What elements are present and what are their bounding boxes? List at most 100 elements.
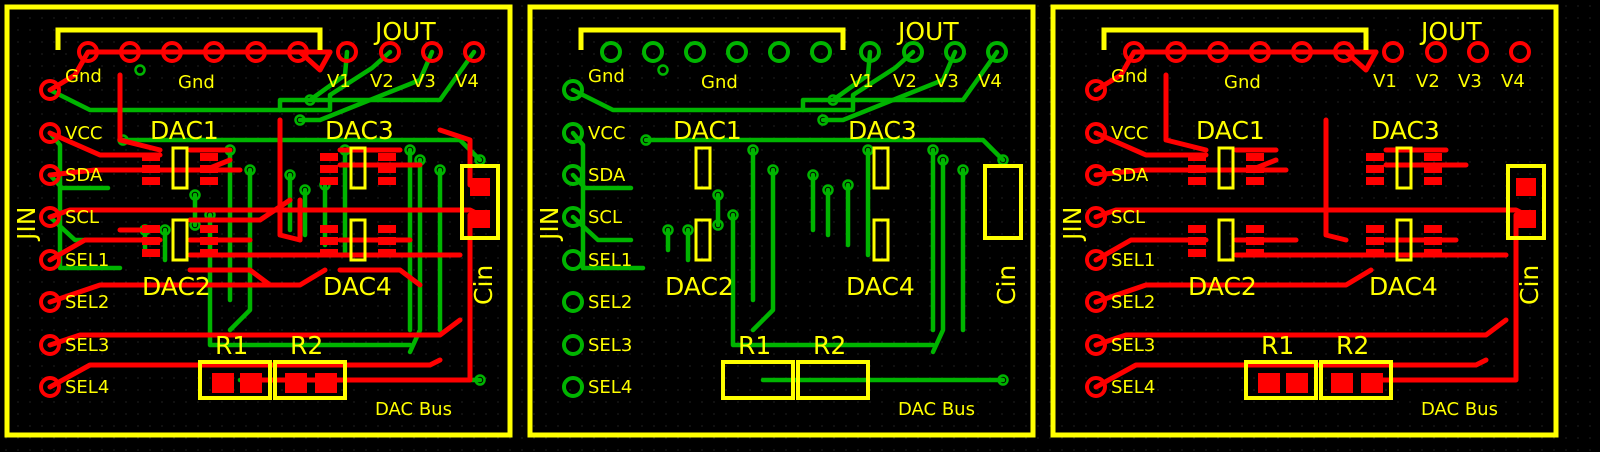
r2-pad bbox=[285, 373, 307, 393]
jin-sel2-label: SEL2 bbox=[65, 292, 109, 313]
jin-scl-label: SCL bbox=[588, 207, 622, 228]
cin-label: Cin bbox=[992, 265, 1021, 305]
jin-header-pad bbox=[39, 206, 61, 228]
jout-header-pad bbox=[1291, 41, 1313, 63]
top-trace bbox=[1323, 117, 1349, 243]
via bbox=[927, 144, 939, 156]
dac2-label: DAC2 bbox=[665, 272, 734, 301]
dac2-pin bbox=[142, 225, 160, 233]
cin-pad bbox=[470, 178, 490, 196]
dac-bus-label: DAC Bus bbox=[375, 399, 452, 420]
dac1-pin bbox=[1188, 177, 1206, 185]
jout-header-outline bbox=[578, 27, 846, 50]
jin-header-pad bbox=[562, 334, 584, 356]
via bbox=[997, 374, 1009, 386]
dac4-label: DAC4 bbox=[1369, 272, 1438, 301]
top-copper-traces bbox=[562, 41, 1008, 398]
dac4-label: DAC4 bbox=[846, 272, 915, 301]
cin-outline bbox=[1506, 164, 1546, 240]
dac3-pin bbox=[1424, 153, 1442, 161]
via bbox=[822, 184, 834, 196]
bottom-trace bbox=[570, 172, 634, 191]
vout-pad bbox=[1425, 41, 1447, 63]
top-copper-traces bbox=[39, 41, 490, 398]
jin-header-pad bbox=[1085, 376, 1107, 398]
via bbox=[304, 94, 316, 106]
dac2-outline bbox=[694, 218, 712, 262]
dac2-pin bbox=[200, 249, 218, 257]
vout-pad bbox=[1467, 41, 1489, 63]
jin-gnd_pin-label: Gnd bbox=[65, 66, 102, 87]
cin-label: Cin bbox=[469, 265, 498, 305]
r1-label: R1 bbox=[1261, 331, 1294, 360]
jin-sel2-label: SEL2 bbox=[588, 292, 632, 313]
jin-vcc-label: VCC bbox=[65, 123, 102, 144]
vout-pad bbox=[336, 41, 358, 63]
dac-bus-label: DAC Bus bbox=[898, 399, 975, 420]
jin-scl-label: SCL bbox=[65, 207, 99, 228]
dac2-pin bbox=[142, 249, 160, 257]
dac2-pin bbox=[1246, 225, 1264, 233]
jin-header-pad bbox=[562, 206, 584, 228]
r1-pad bbox=[1286, 373, 1308, 393]
dac2-label: DAC2 bbox=[1188, 272, 1257, 301]
dac4-pin bbox=[1366, 237, 1384, 245]
dac3-label: DAC3 bbox=[1371, 116, 1440, 145]
jout-header-pad bbox=[768, 41, 790, 63]
dac3-pin bbox=[378, 165, 396, 173]
via bbox=[284, 169, 296, 181]
dac3-outline bbox=[349, 146, 367, 190]
r1-outline bbox=[1244, 360, 1318, 400]
via bbox=[189, 189, 201, 201]
dac3-outline bbox=[1395, 146, 1413, 190]
jin-vcc-label: VCC bbox=[1111, 123, 1148, 144]
top-trace bbox=[1093, 317, 1509, 348]
jin-sel2-label: SEL2 bbox=[1111, 292, 1155, 313]
via bbox=[159, 224, 171, 236]
via bbox=[299, 184, 311, 196]
jin-sel1-label: SEL1 bbox=[588, 250, 632, 271]
top-trace bbox=[437, 127, 473, 188]
dac4-label: DAC4 bbox=[323, 272, 392, 301]
dac4-pin bbox=[1366, 225, 1384, 233]
top-trace bbox=[1163, 72, 1209, 153]
vout-pad bbox=[463, 41, 485, 63]
dac2-outline bbox=[171, 218, 189, 262]
jin-vcc-label: VCC bbox=[588, 123, 625, 144]
cin-label: Cin bbox=[1515, 265, 1544, 305]
bottom-trace bbox=[570, 214, 634, 243]
jout-header-pad bbox=[684, 41, 706, 63]
dac4-pin bbox=[378, 249, 396, 257]
via bbox=[134, 64, 146, 76]
v4-label: V4 bbox=[455, 71, 479, 92]
vout-pad bbox=[379, 41, 401, 63]
dac2-pin bbox=[142, 237, 160, 245]
dac3-label: DAC3 bbox=[325, 116, 394, 145]
top-trace bbox=[1093, 237, 1209, 263]
jin-gnd_pin-label: Gnd bbox=[588, 66, 625, 87]
r1-outline bbox=[198, 360, 272, 400]
dac4-pin bbox=[1424, 237, 1442, 245]
r2-outline bbox=[796, 360, 870, 400]
dac2-pin bbox=[1188, 249, 1206, 257]
jin-header-pad bbox=[562, 376, 584, 398]
gnd-net-label: Gnd bbox=[701, 72, 738, 93]
dac4-outline bbox=[872, 218, 890, 262]
dac3-pin bbox=[1424, 165, 1442, 173]
via bbox=[474, 374, 486, 386]
dac3-outline bbox=[872, 146, 890, 190]
jin-header-pad bbox=[39, 291, 61, 313]
jout-header-pad bbox=[287, 41, 309, 63]
r1-pad bbox=[212, 373, 234, 393]
bottom-trace bbox=[570, 49, 916, 113]
jout-header-outline bbox=[55, 27, 323, 50]
jin-header-pad bbox=[1085, 334, 1107, 356]
dac4-pin bbox=[1366, 249, 1384, 257]
r1-label: R1 bbox=[738, 331, 771, 360]
cin-outline bbox=[460, 164, 500, 240]
top-trace bbox=[47, 130, 163, 158]
